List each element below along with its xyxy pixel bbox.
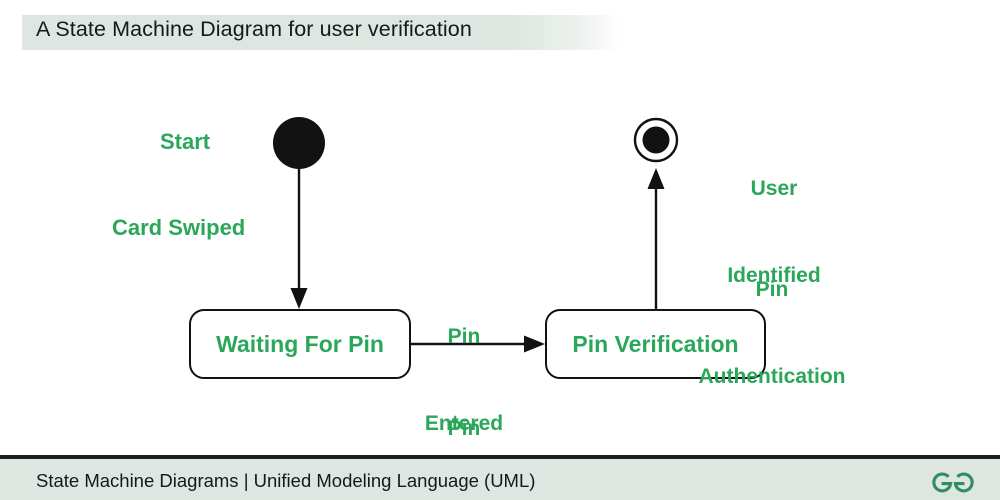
footer-bar (0, 459, 1000, 500)
label-pin-authentication: Pin Authentication (672, 218, 872, 450)
state-node-pin-verification[interactable]: Pin Verification (545, 309, 766, 379)
arrowhead-pin-authentication (647, 168, 665, 189)
final-state-inner-disc (642, 126, 670, 154)
state-label-waiting-for-pin: Waiting For Pin (216, 330, 384, 357)
geeksforgeeks-logo-icon[interactable] (926, 466, 980, 494)
label-user-identified: User Identified (694, 117, 854, 349)
initial-state-node (273, 117, 325, 169)
transition-card-swiped (290, 169, 308, 309)
label-pin-entered: Pin Entered (398, 265, 530, 497)
transition-pin-entered (411, 335, 545, 353)
label-pin-rejected-line1: Pin (447, 416, 481, 440)
label-user-identified-line1: User (750, 176, 798, 200)
label-pin-entered-line2: Entered (424, 411, 504, 435)
label-pin-entered-line1: Pin (447, 324, 481, 348)
final-state-node (633, 117, 679, 163)
arrowhead-pin-entered (524, 335, 545, 353)
transition-pin-authentication (647, 168, 665, 309)
label-card-swiped: Card Swiped (112, 215, 246, 240)
page-title: A State Machine Diagram for user verific… (36, 17, 472, 41)
title-background-band (22, 15, 622, 50)
label-pin-authentication-line2: Authentication (698, 364, 846, 388)
label-pin-authentication-line1: Pin (755, 277, 789, 301)
label-start: Start (160, 129, 211, 154)
arrowhead-card-swiped (290, 288, 308, 309)
footer-caption: State Machine Diagrams | Unified Modelin… (36, 470, 536, 491)
label-pin-rejected: Pin Rejected (398, 357, 530, 500)
footer-divider (0, 455, 1000, 459)
state-label-pin-verification: Pin Verification (572, 330, 739, 357)
state-node-waiting-for-pin[interactable]: Waiting For Pin (189, 309, 411, 379)
label-user-identified-line2: Identified (727, 263, 821, 287)
